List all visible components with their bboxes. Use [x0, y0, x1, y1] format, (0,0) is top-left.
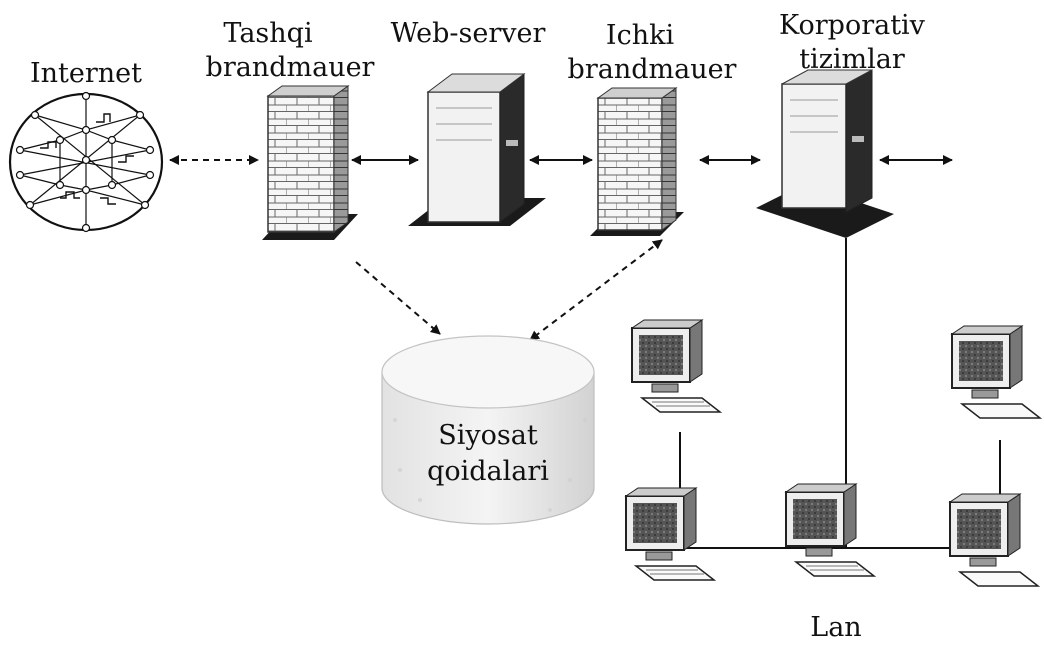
workstation-top-left — [630, 319, 723, 413]
computer-icon — [948, 493, 1041, 587]
computer-icon — [784, 483, 877, 577]
internal-firewall-label-line2: brandmauer — [568, 54, 737, 85]
link-internal-firewall-to-policy — [529, 239, 663, 341]
external-firewall-label-line2: brandmauer — [206, 52, 375, 83]
firewall-icon — [262, 85, 358, 240]
workstation-bottom-left — [624, 487, 717, 581]
policy-rules-node: Siyosat qoidalari — [381, 335, 595, 525]
policy-rules-label-line1: Siyosat — [438, 420, 538, 451]
globe-network-icon — [8, 91, 164, 233]
internal-firewall-label-line1: Ichki — [606, 20, 675, 51]
web-server-node: Web-server — [391, 18, 546, 226]
internet-label: Internet — [30, 58, 142, 89]
server-icon — [408, 73, 546, 226]
firewall-icon — [590, 87, 684, 236]
lan-label: Lan — [810, 612, 861, 643]
workstation-top-right — [950, 325, 1043, 419]
link-external-firewall-to-policy — [355, 261, 441, 335]
computer-icon — [630, 319, 723, 413]
server-icon — [756, 69, 894, 238]
external-firewall-label-line1: Tashqi — [223, 18, 313, 49]
corporate-systems-label-line1: Korporativ — [779, 10, 926, 41]
computer-icon — [624, 487, 717, 581]
computer-icon — [950, 325, 1043, 419]
internal-firewall-node: Ichki brandmauer — [568, 20, 737, 236]
database-cylinder-icon — [381, 335, 595, 525]
workstation-bottom-right — [948, 493, 1041, 587]
policy-rules-label-line2: qoidalari — [427, 456, 549, 487]
external-firewall-node: Tashqi brandmauer — [206, 18, 375, 240]
web-server-label: Web-server — [391, 18, 546, 49]
corporate-systems-label-line2: tizimlar — [799, 44, 905, 75]
corporate-systems-node: Korporativ tizimlar — [756, 10, 926, 238]
internet-node: Internet — [8, 58, 164, 233]
workstation-bottom-center — [784, 483, 877, 577]
lan-group: Lan — [624, 319, 1043, 643]
